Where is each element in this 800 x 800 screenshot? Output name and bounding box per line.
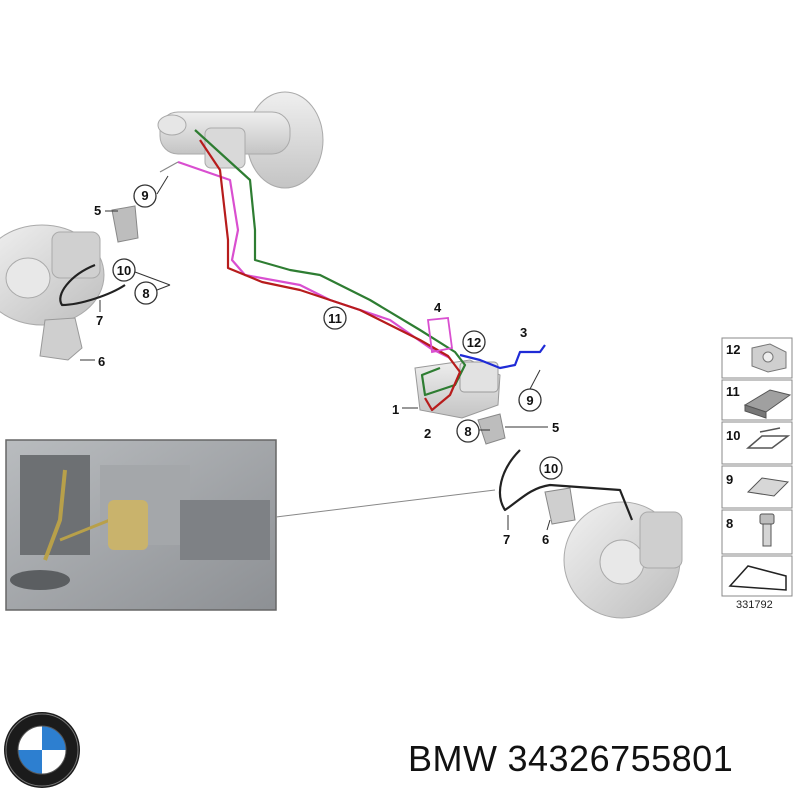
callout-circle <box>539 456 563 480</box>
brake-line-red <box>199 139 462 412</box>
callout-8-left: 8 <box>142 286 149 301</box>
callout-4: 4 <box>434 300 442 315</box>
callout-circle <box>462 330 486 354</box>
left-brake-disc <box>0 224 105 326</box>
left-pipe-end <box>159 161 179 173</box>
brake-line-pink <box>177 160 451 359</box>
callout-circle <box>134 281 158 305</box>
right-bracket-5 <box>477 413 506 445</box>
right-bracket-6 <box>544 487 576 525</box>
spring-clip-icon <box>745 427 791 449</box>
callout-6-left: 6 <box>98 354 105 369</box>
brake-booster-illustration <box>157 91 324 189</box>
callout-5-right: 5 <box>552 420 559 435</box>
legend-label-10: 10 <box>726 428 740 443</box>
legend-label-8: 8 <box>726 516 733 531</box>
callouts: 9 5 10 8 7 6 11 4 12 3 1 2 <box>80 175 563 547</box>
inset-leader <box>275 489 496 518</box>
callout-12: 12 <box>467 335 481 350</box>
direction-arrow-icon <box>728 565 787 591</box>
brand-name: BMW <box>408 738 498 779</box>
callout-1: 1 <box>392 402 399 417</box>
legend-label-12: 12 <box>726 342 740 357</box>
callout-9-top: 9 <box>141 188 148 203</box>
bolt-icon <box>759 513 775 547</box>
brake-hose-left <box>59 263 126 307</box>
clip-12-icon <box>751 343 787 373</box>
callout-7-left: 7 <box>96 313 103 328</box>
right-brake-disc <box>563 501 683 619</box>
callout-8-right: 8 <box>464 424 471 439</box>
left-bracket-5 <box>111 205 139 243</box>
bmw-logo <box>4 712 80 788</box>
retaining-plate-icon <box>746 477 790 497</box>
left-bracket <box>39 317 83 361</box>
brake-line-blue <box>459 344 546 370</box>
legend-label-9: 9 <box>726 472 733 487</box>
callout-5-left: 5 <box>94 203 101 218</box>
brake-line-green <box>194 129 467 397</box>
callout-9-right: 9 <box>526 393 533 408</box>
callout-11: 11 <box>328 311 342 326</box>
diagram-reference-number: 331792 <box>736 599 773 611</box>
callout-circle <box>133 184 157 208</box>
part-number: 34326755801 <box>507 738 734 779</box>
callout-circle <box>323 306 347 330</box>
parts-legend: 12 11 10 9 8 331792 <box>721 337 793 611</box>
brake-hose-right <box>498 449 634 521</box>
callout-2: 2 <box>424 426 431 441</box>
brake-lines <box>59 129 634 521</box>
callout-3: 3 <box>520 325 527 340</box>
callout-circle <box>456 419 480 443</box>
callout-7-right: 7 <box>503 532 510 547</box>
callout-10-right: 10 <box>544 461 558 476</box>
callout-6-right: 6 <box>542 532 549 547</box>
callout-10-left: 10 <box>117 263 131 278</box>
pipe-holder-icon <box>743 389 792 419</box>
inset-photo <box>5 439 496 611</box>
callout-circle <box>112 258 136 282</box>
legend-label-11: 11 <box>726 384 740 399</box>
dsc-hydraulic-unit <box>414 359 501 419</box>
